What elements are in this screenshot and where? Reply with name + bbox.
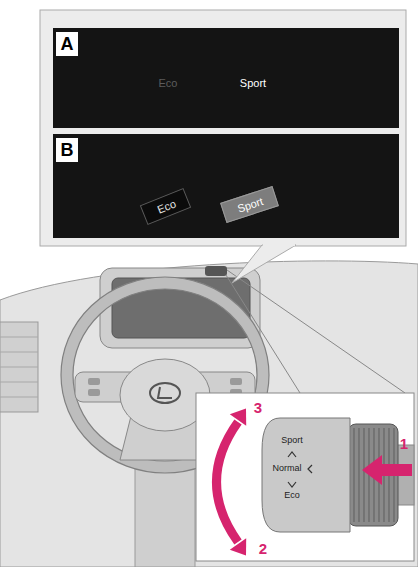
air-vent [0, 322, 38, 412]
callout-number: 3 [254, 400, 262, 417]
steering-column [135, 468, 195, 567]
arrow-head [230, 409, 246, 426]
leader-line [227, 270, 405, 393]
dashboard [0, 261, 418, 567]
callout-number: 2 [259, 541, 267, 558]
down-mark [288, 482, 296, 487]
emblem-mark [158, 387, 172, 398]
display-panel: Eco Sport B [53, 134, 399, 238]
mode-name: Eco [159, 77, 178, 90]
panel-letter: A [56, 32, 78, 56]
push-arrow [362, 455, 412, 485]
callout-pointer [232, 245, 296, 283]
callout-frame [40, 10, 406, 246]
mode-label: Eco [284, 491, 300, 501]
emblem [150, 383, 180, 403]
arrow-head [230, 538, 246, 555]
wheel-button [230, 378, 242, 385]
panel-letter: B [56, 138, 78, 162]
mode-label: Normal [272, 464, 301, 474]
mode-name: Sport [240, 77, 266, 90]
up-mark [288, 452, 296, 457]
mode-label: Sport [281, 436, 303, 446]
mode-switch [205, 266, 227, 276]
display-panel: A Eco Sport [53, 28, 399, 128]
mode-tab: Eco [139, 187, 190, 224]
pointer-join [263, 244, 295, 247]
switch-knob [262, 418, 350, 532]
callout-number: 1 [400, 436, 408, 453]
vent-slats [0, 337, 38, 397]
wheel-button [88, 389, 100, 396]
turn-arrow [217, 422, 239, 542]
inset-frame [196, 393, 414, 561]
mode-tab: Sport [220, 186, 279, 223]
left-mark [308, 465, 312, 473]
leader-line [226, 275, 300, 393]
wheel-button [88, 378, 100, 385]
mode-name: Sport [235, 195, 264, 215]
mode-name: Eco [155, 197, 177, 216]
